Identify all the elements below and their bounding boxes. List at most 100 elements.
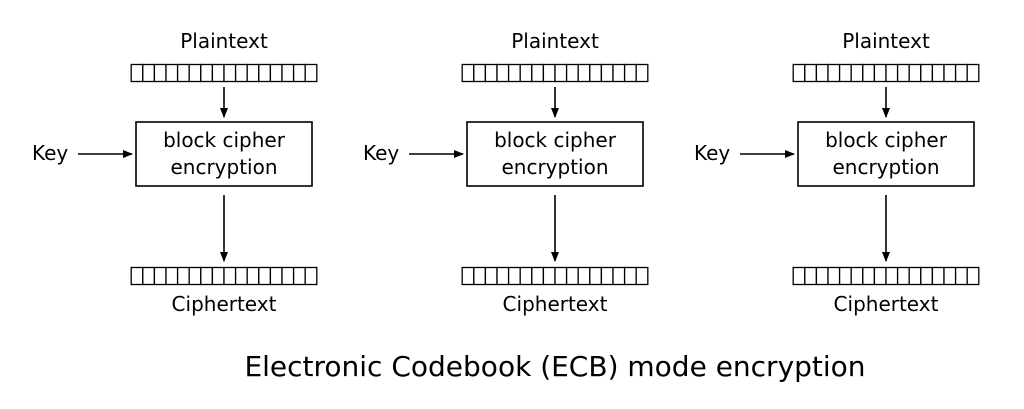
block-cipher-box bbox=[797, 121, 975, 187]
register-cell bbox=[804, 266, 818, 286]
encryption-label: encryption bbox=[170, 155, 277, 179]
ciphertext-register bbox=[792, 266, 980, 286]
block-cipher-label: block cipher bbox=[494, 128, 617, 152]
register-cell bbox=[188, 63, 202, 83]
register-cell bbox=[258, 266, 272, 286]
register-cell bbox=[200, 63, 214, 83]
register-cell bbox=[966, 266, 980, 286]
ecb-block-3: Plaintext Key block cipher encryption Ci… bbox=[694, 29, 980, 316]
block-cipher-label: block cipher bbox=[163, 128, 286, 152]
register-cell bbox=[792, 266, 806, 286]
register-cell bbox=[600, 266, 614, 286]
register-cell bbox=[838, 266, 852, 286]
register-cell bbox=[920, 266, 934, 286]
register-cell bbox=[612, 63, 626, 83]
ciphertext-label: Ciphertext bbox=[503, 292, 608, 316]
register-cell bbox=[246, 63, 260, 83]
register-cell bbox=[589, 63, 603, 83]
key-label: Key bbox=[363, 141, 399, 165]
plaintext-register bbox=[792, 63, 980, 83]
register-cell bbox=[519, 266, 533, 286]
register-cell bbox=[153, 63, 167, 83]
register-cell bbox=[246, 266, 260, 286]
register-cell bbox=[600, 63, 614, 83]
register-cell bbox=[827, 63, 841, 83]
ciphertext-register bbox=[461, 266, 649, 286]
register-cell bbox=[815, 266, 829, 286]
register-cell bbox=[130, 266, 144, 286]
register-cell bbox=[873, 63, 887, 83]
encryption-label: encryption bbox=[501, 155, 608, 179]
register-cell bbox=[473, 63, 487, 83]
plaintext-label: Plaintext bbox=[511, 29, 599, 53]
plaintext-register bbox=[130, 63, 318, 83]
register-cell bbox=[304, 63, 318, 83]
register-cell bbox=[519, 63, 533, 83]
register-cell bbox=[281, 63, 295, 83]
register-cell bbox=[565, 266, 579, 286]
register-cell bbox=[484, 266, 498, 286]
register-cell bbox=[496, 63, 510, 83]
register-cell bbox=[269, 63, 283, 83]
register-cell bbox=[484, 63, 498, 83]
block-cipher-box bbox=[135, 121, 313, 187]
encryption-label: encryption bbox=[832, 155, 939, 179]
register-cell bbox=[176, 266, 190, 286]
register-cell bbox=[223, 266, 237, 286]
register-cell bbox=[461, 266, 475, 286]
register-cell bbox=[200, 266, 214, 286]
block-cipher-label: block cipher bbox=[825, 128, 948, 152]
register-cell bbox=[623, 63, 637, 83]
register-cell bbox=[577, 266, 591, 286]
plaintext-register bbox=[461, 63, 649, 83]
ecb-block-1: Plaintext Key block cipher encryption Ci… bbox=[32, 29, 318, 316]
register-cell bbox=[943, 63, 957, 83]
register-cell bbox=[531, 266, 545, 286]
ciphertext-label: Ciphertext bbox=[834, 292, 939, 316]
register-cell bbox=[542, 266, 556, 286]
ciphertext-label: Ciphertext bbox=[172, 292, 277, 316]
register-cell bbox=[850, 63, 864, 83]
register-cell bbox=[142, 63, 156, 83]
register-cell bbox=[507, 266, 521, 286]
register-cell bbox=[873, 266, 887, 286]
register-cell bbox=[577, 63, 591, 83]
register-cell bbox=[165, 266, 179, 286]
register-cell bbox=[130, 63, 144, 83]
register-cell bbox=[954, 63, 968, 83]
register-cell bbox=[461, 63, 475, 83]
register-cell bbox=[496, 266, 510, 286]
register-cell bbox=[142, 266, 156, 286]
register-cell bbox=[269, 266, 283, 286]
register-cell bbox=[838, 63, 852, 83]
register-cell bbox=[531, 63, 545, 83]
register-cell bbox=[896, 63, 910, 83]
key-label: Key bbox=[32, 141, 68, 165]
register-cell bbox=[589, 266, 603, 286]
register-cell bbox=[292, 266, 306, 286]
register-cell bbox=[304, 266, 318, 286]
register-cell bbox=[954, 266, 968, 286]
register-cell bbox=[931, 266, 945, 286]
register-cell bbox=[473, 266, 487, 286]
plaintext-label: Plaintext bbox=[842, 29, 930, 53]
diagram-title: Electronic Codebook (ECB) mode encryptio… bbox=[244, 350, 865, 383]
register-cell bbox=[176, 63, 190, 83]
register-cell bbox=[234, 63, 248, 83]
register-cell bbox=[165, 63, 179, 83]
register-cell bbox=[908, 266, 922, 286]
register-cell bbox=[234, 266, 248, 286]
register-cell bbox=[211, 266, 225, 286]
register-cell bbox=[885, 266, 899, 286]
block-cipher-box bbox=[466, 121, 644, 187]
register-cell bbox=[885, 63, 899, 83]
register-cell bbox=[223, 63, 237, 83]
register-cell bbox=[966, 63, 980, 83]
register-cell bbox=[920, 63, 934, 83]
ecb-block-2: Plaintext Key block cipher encryption Ci… bbox=[363, 29, 649, 316]
register-cell bbox=[804, 63, 818, 83]
register-cell bbox=[554, 63, 568, 83]
register-cell bbox=[850, 266, 864, 286]
register-cell bbox=[542, 63, 556, 83]
